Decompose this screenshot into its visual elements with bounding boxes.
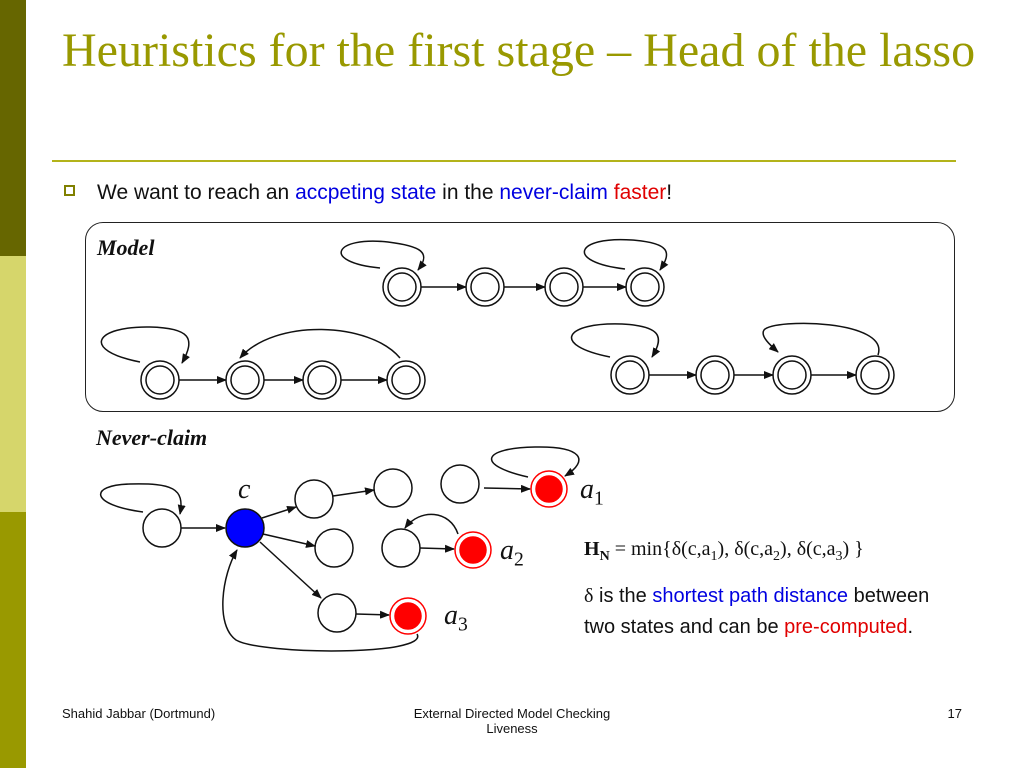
bullet-highlight-accepting: accpeting state [295, 181, 437, 204]
nc-state-a1 [530, 470, 568, 508]
model-self-loop [100, 326, 190, 364]
model-graph-bottom-left [100, 326, 426, 400]
bullet-text: in the [436, 181, 500, 204]
never-claim-graph [99, 446, 580, 652]
model-graph-top [340, 238, 669, 307]
footer-page-number: 17 [947, 706, 962, 721]
nc-state [317, 593, 357, 633]
bullet-highlight-faster: faster [613, 181, 667, 204]
nc-self-loop-a1 [491, 446, 580, 478]
model-self-loop [570, 323, 661, 358]
slide-title: Heuristics for the first stage – Head of… [62, 24, 976, 77]
nc-edge [332, 487, 375, 497]
nc-edge [261, 505, 297, 519]
heuristic-formula: HN = min{δ(c,a1), δ(c,a2), δ(c,a3) } [584, 538, 864, 564]
nc-state [314, 528, 354, 568]
bullet-text: ! [666, 181, 673, 204]
nc-edge [262, 533, 316, 548]
footer-title: External Directed Model Checking Livenes… [413, 706, 611, 736]
nc-state [440, 464, 480, 504]
nc-state-a3 [389, 597, 427, 635]
model-self-loop [340, 240, 427, 271]
bullet-text: We want to reach an [97, 181, 296, 204]
model-state [610, 355, 650, 395]
model-label: Model [97, 235, 155, 260]
nc-state [142, 508, 182, 548]
title-rule [52, 160, 956, 162]
model-state [855, 355, 895, 395]
nc-state-c [225, 508, 265, 548]
left-bar-light [0, 256, 26, 512]
model-graph-bottom-right [570, 322, 895, 395]
desc-highlight-precomputed: pre-computed [784, 616, 908, 638]
never-claim-label: Never-claim [96, 425, 208, 450]
model-state [382, 267, 422, 307]
nc-back-edge-to-c [222, 549, 419, 652]
model-back-edge [239, 328, 401, 359]
model-state [386, 360, 426, 400]
model-state [772, 355, 812, 395]
model-state [625, 267, 665, 307]
bullet-item: We want to reach an accpeting state in t… [64, 181, 672, 205]
model-state [544, 267, 584, 307]
model-state [225, 360, 265, 400]
left-bar-dark [0, 0, 26, 256]
nc-edge [355, 610, 390, 619]
state-label-a3: a3 [444, 600, 468, 636]
model-state [695, 355, 735, 395]
state-label-a1: a1 [580, 474, 604, 510]
model-self-loop [583, 238, 669, 271]
model-state [465, 267, 505, 307]
nc-state-a2 [454, 531, 492, 569]
model-state [302, 360, 342, 400]
nc-back-edge [404, 513, 459, 535]
left-decoration-bar [0, 0, 26, 768]
state-label-a2: a2 [500, 535, 524, 571]
bullet-highlight-never-claim: never-claim [499, 181, 608, 204]
nc-edge [259, 541, 322, 599]
nc-state [294, 479, 334, 519]
nc-self-loop [99, 483, 186, 515]
footer-author: Shahid Jabbar (Dortmund) [62, 706, 216, 721]
model-back-edge [762, 322, 880, 356]
nc-edge [483, 484, 531, 493]
delta-description: δ is the shortest path distance between … [584, 585, 930, 638]
nc-state [381, 528, 421, 568]
nc-edge [419, 544, 455, 553]
desc-highlight-shortest-path: shortest path distance [652, 585, 849, 607]
bullet-square-icon [64, 185, 75, 196]
model-state [140, 360, 180, 400]
nc-state [373, 468, 413, 508]
state-label-c: c [238, 474, 251, 505]
left-bar-mid [0, 512, 26, 768]
